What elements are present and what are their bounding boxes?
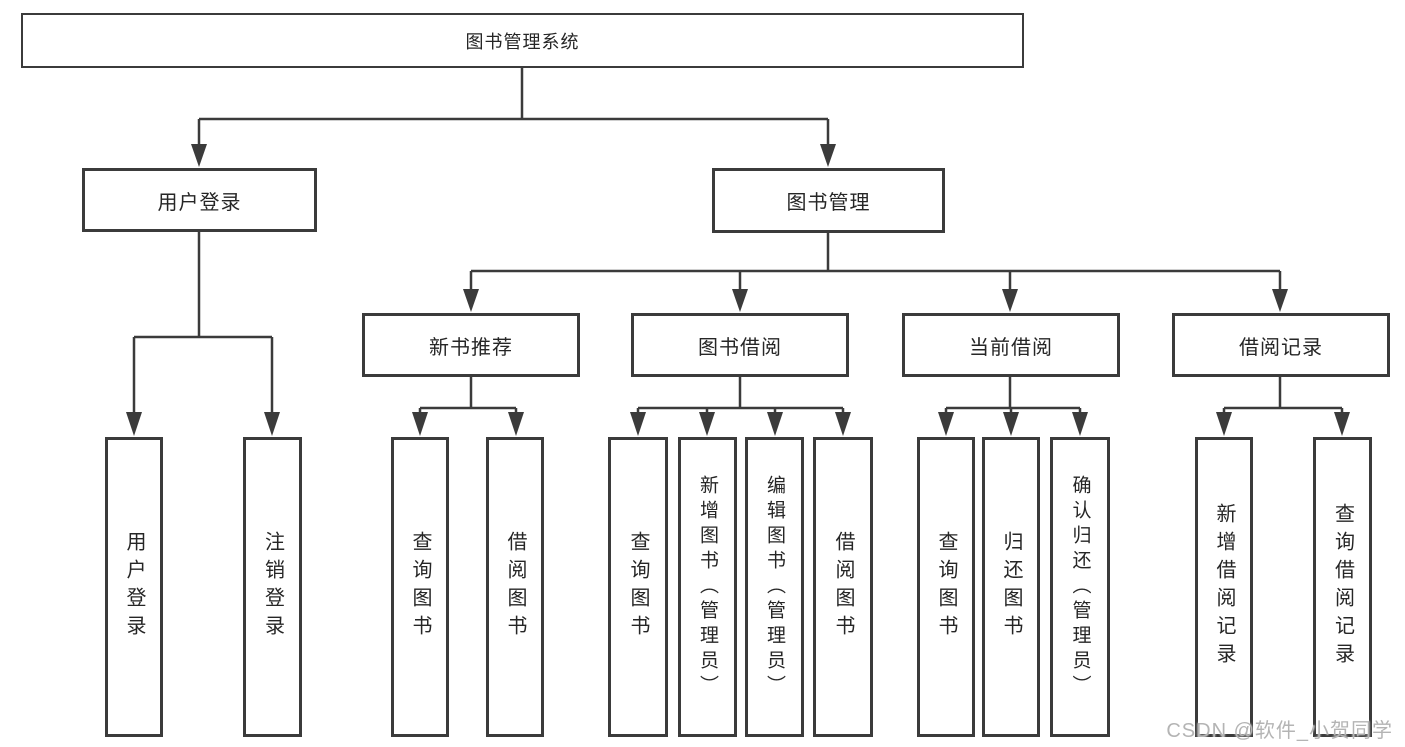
- leaf-query-books-borrow-label: 查询图书: [627, 531, 649, 643]
- leaf-edit-book-admin: 编辑图书（管理员）: [745, 437, 804, 737]
- leaf-return-books: 归还图书: [982, 437, 1040, 737]
- leaf-query-borrow-record: 查询借阅记录: [1313, 437, 1372, 737]
- node-user-login-branch-label: 用户登录: [157, 191, 242, 214]
- leaf-borrow-books-recommend: 借阅图书: [486, 437, 544, 737]
- leaf-query-books-current: 查询图书: [917, 437, 975, 737]
- node-current-borrow-label: 当前借阅: [969, 336, 1053, 359]
- leaf-borrow-books: 借阅图书: [813, 437, 873, 737]
- leaf-query-books-recommend: 查询图书: [391, 437, 449, 737]
- leaf-query-borrow-record-label: 查询借阅记录: [1331, 503, 1354, 671]
- leaf-confirm-return-admin-label: 确认归还（管理员）: [1069, 474, 1091, 700]
- node-library-system: 图书管理系统: [21, 13, 1024, 68]
- leaf-user-login-label: 用户登录: [123, 531, 145, 643]
- node-new-book-recommend-label: 新书推荐: [429, 336, 513, 359]
- leaf-add-book-admin: 新增图书（管理员）: [678, 437, 737, 737]
- leaf-query-books-recommend-label: 查询图书: [409, 531, 431, 643]
- leaf-query-books-current-label: 查询图书: [935, 531, 957, 643]
- node-library-system-label: 图书管理系统: [465, 31, 580, 52]
- node-borrow-records: 借阅记录: [1172, 313, 1390, 377]
- leaf-add-book-admin-label: 新增图书（管理员）: [697, 474, 718, 700]
- leaf-borrow-books-label: 借阅图书: [832, 531, 854, 643]
- leaf-logout-login: 注销登录: [243, 437, 302, 737]
- node-current-borrow: 当前借阅: [902, 313, 1120, 377]
- leaf-return-books-label: 归还图书: [1000, 531, 1022, 643]
- node-borrow-records-label: 借阅记录: [1239, 336, 1323, 359]
- node-book-management: 图书管理: [712, 168, 945, 233]
- arrowheads: [126, 144, 1350, 436]
- leaf-borrow-books-recommend-label: 借阅图书: [504, 531, 526, 643]
- node-book-borrow: 图书借阅: [631, 313, 849, 377]
- csdn-watermark: CSDN @软件_小贺同学: [1166, 720, 1393, 742]
- leaf-logout-login-label: 注销登录: [261, 531, 284, 643]
- node-user-login-branch: 用户登录: [82, 168, 317, 232]
- leaf-confirm-return-admin: 确认归还（管理员）: [1050, 437, 1110, 737]
- leaf-add-borrow-record-label: 新增借阅记录: [1213, 503, 1235, 671]
- node-book-management-label: 图书管理: [786, 192, 871, 214]
- node-book-borrow-label: 图书借阅: [698, 336, 782, 359]
- leaf-add-borrow-record: 新增借阅记录: [1195, 437, 1253, 737]
- node-new-book-recommend: 新书推荐: [362, 313, 580, 377]
- leaf-query-books-borrow: 查询图书: [608, 437, 668, 737]
- leaf-user-login: 用户登录: [105, 437, 163, 737]
- leaf-edit-book-admin-label: 编辑图书（管理员）: [764, 474, 785, 700]
